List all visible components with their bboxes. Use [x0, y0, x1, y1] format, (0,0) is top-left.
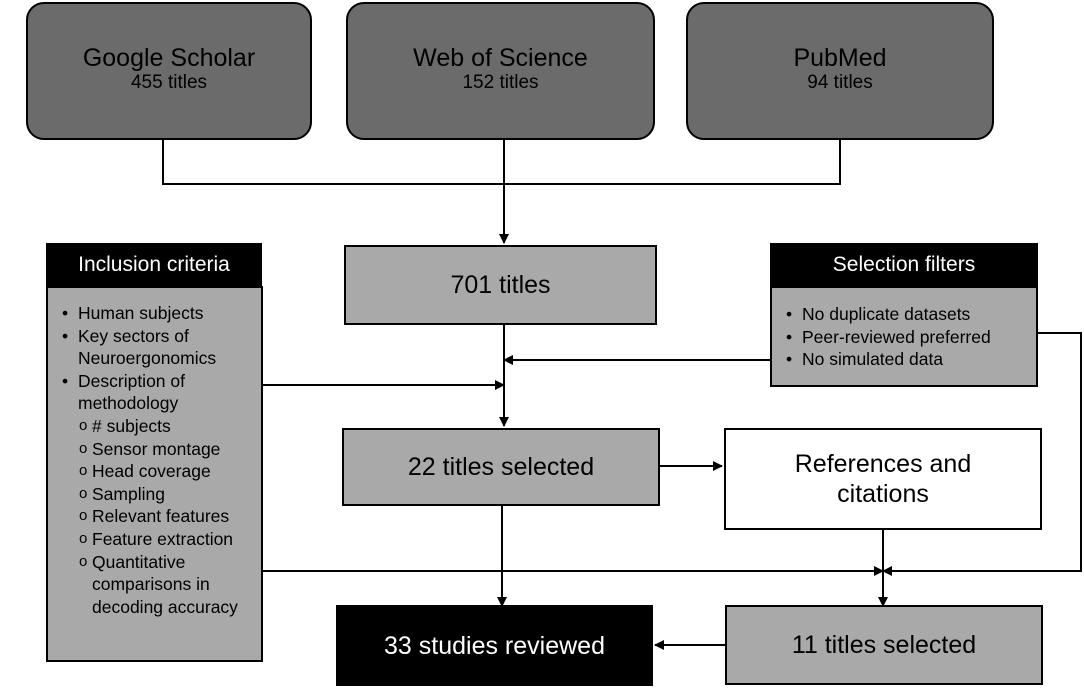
source-pubmed: PubMed 94 titles	[686, 2, 994, 140]
sub-list-item: Quantitative comparisons in decoding acc…	[52, 551, 257, 619]
source-count: 152 titles	[462, 72, 539, 93]
final-studies-label: 33 studies reviewed	[384, 631, 605, 660]
arrow-filters-to-11	[882, 332, 1082, 576]
list-item: Description of methodology	[52, 370, 257, 415]
final-studies-box: 33 studies reviewed	[336, 605, 653, 686]
list-item: No duplicate datasets	[776, 303, 1032, 326]
selected-refs-box: 11 titles selected	[725, 605, 1043, 685]
sub-list-item: Relevant features	[52, 505, 257, 528]
source-count: 455 titles	[130, 72, 208, 93]
selected-titles-box: 22 titles selected	[342, 428, 660, 506]
sub-list-item: # subjects	[52, 415, 257, 438]
source-google-scholar: Google Scholar 455 titles	[26, 2, 312, 140]
sub-list-item: Sampling	[52, 483, 257, 506]
merged-titles-label: 701 titles	[450, 271, 551, 299]
source-name: PubMed	[793, 44, 887, 72]
inclusion-criteria-panel: Human subjects Key sectors of Neuroergon…	[46, 286, 263, 662]
inclusion-criteria-header: Inclusion criteria	[46, 243, 262, 286]
sub-list-item: Head coverage	[52, 460, 257, 483]
source-count: 94 titles	[807, 72, 873, 93]
references-box: References and citations	[724, 428, 1042, 530]
source-name: Web of Science	[413, 44, 588, 72]
merged-titles-box: 701 titles	[344, 245, 657, 325]
selection-filters-title: Selection filters	[832, 252, 976, 276]
references-label: References and citations	[794, 450, 972, 508]
source-name: Google Scholar	[82, 44, 256, 72]
list-item: Human subjects	[52, 302, 257, 325]
sub-list-item: Feature extraction	[52, 528, 257, 551]
selected-refs-label: 11 titles selected	[791, 631, 977, 659]
list-item: Peer-reviewed preferred	[776, 326, 1032, 349]
selection-filters-panel: No duplicate datasets Peer-reviewed pref…	[770, 286, 1038, 387]
list-item: No simulated data	[776, 348, 1032, 371]
list-item: Key sectors of Neuroergonomics	[52, 325, 257, 370]
selection-filters-list: No duplicate datasets Peer-reviewed pref…	[776, 303, 1032, 371]
sources-merge-line	[162, 140, 841, 185]
inclusion-criteria-title: Inclusion criteria	[78, 252, 230, 276]
selection-filters-header: Selection filters	[770, 243, 1038, 286]
selected-titles-label: 22 titles selected	[407, 453, 595, 481]
sub-list-item: Sensor montage	[52, 438, 257, 461]
source-web-of-science: Web of Science 152 titles	[346, 2, 655, 140]
inclusion-criteria-list: Human subjects Key sectors of Neuroergon…	[52, 302, 257, 618]
